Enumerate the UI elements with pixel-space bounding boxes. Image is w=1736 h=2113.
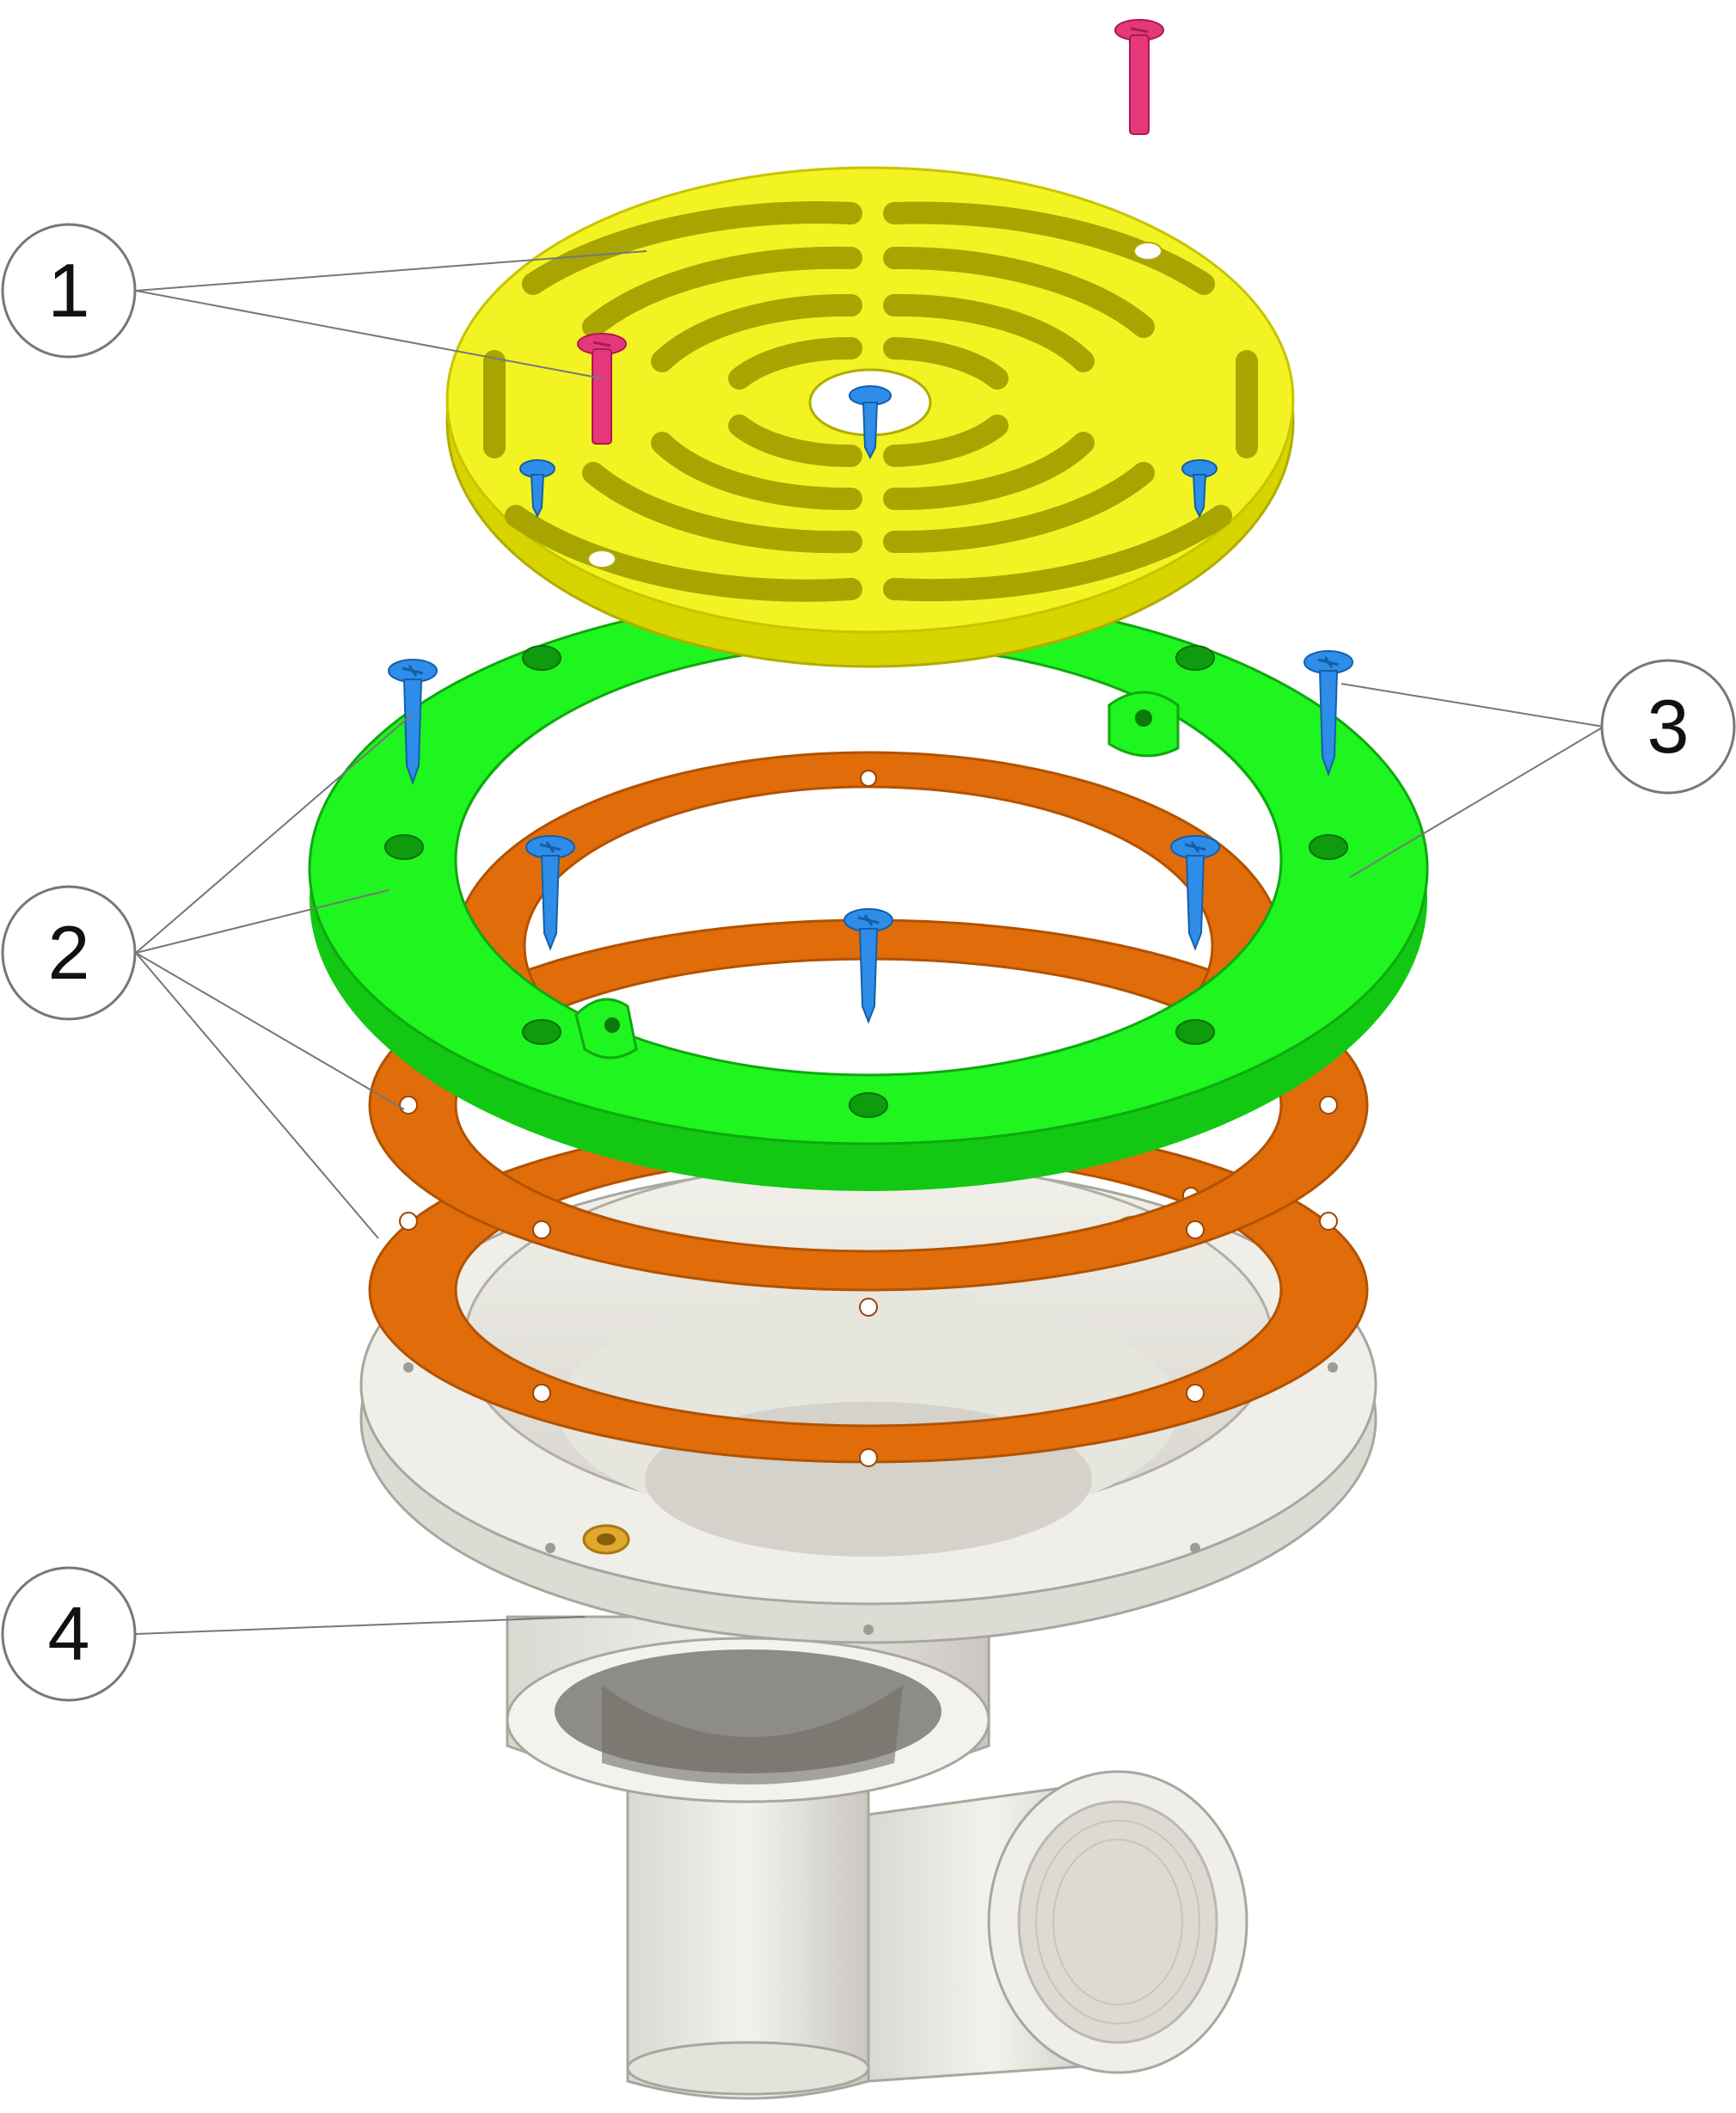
screw bbox=[1181, 459, 1218, 519]
grate-fixing-screws bbox=[519, 385, 1218, 519]
screw bbox=[1114, 19, 1164, 135]
leader-4 bbox=[135, 1616, 586, 1635]
leader-3b bbox=[1349, 726, 1604, 878]
leader-1b bbox=[135, 290, 603, 379]
leader-3a bbox=[1340, 683, 1604, 728]
leader-2c bbox=[135, 952, 405, 1110]
screw bbox=[1304, 650, 1353, 777]
screw bbox=[388, 659, 438, 786]
callout-1-label: 1 bbox=[48, 248, 90, 333]
leader-lines bbox=[135, 250, 1604, 1635]
callout-2-label: 2 bbox=[48, 910, 90, 995]
leader-2d bbox=[135, 952, 379, 1239]
body-lower-rim bbox=[626, 2041, 870, 2096]
screw bbox=[525, 835, 575, 951]
callout-4-label: 4 bbox=[48, 1591, 90, 1676]
leader-1a bbox=[135, 250, 647, 292]
body-lower-cylinder bbox=[626, 1744, 870, 2100]
screw bbox=[843, 908, 893, 1024]
blue-screws bbox=[388, 650, 1353, 1024]
screw bbox=[577, 333, 627, 445]
leader-2a bbox=[135, 713, 414, 954]
callout-3-label: 3 bbox=[1647, 684, 1690, 769]
screw bbox=[519, 459, 555, 519]
callout-1: 1 bbox=[1, 223, 137, 359]
screw bbox=[849, 385, 892, 460]
callout-4: 4 bbox=[1, 1566, 137, 1702]
clamp-ring bbox=[308, 592, 1429, 1191]
callout-2: 2 bbox=[1, 885, 137, 1021]
callout-3: 3 bbox=[1600, 659, 1736, 795]
callouts: 1 2 3 4 bbox=[1, 223, 1736, 1702]
screw bbox=[1170, 835, 1220, 951]
pink-screws bbox=[577, 19, 1164, 445]
side-outlet-thread bbox=[1017, 1800, 1218, 2044]
leader-2b bbox=[135, 889, 390, 954]
